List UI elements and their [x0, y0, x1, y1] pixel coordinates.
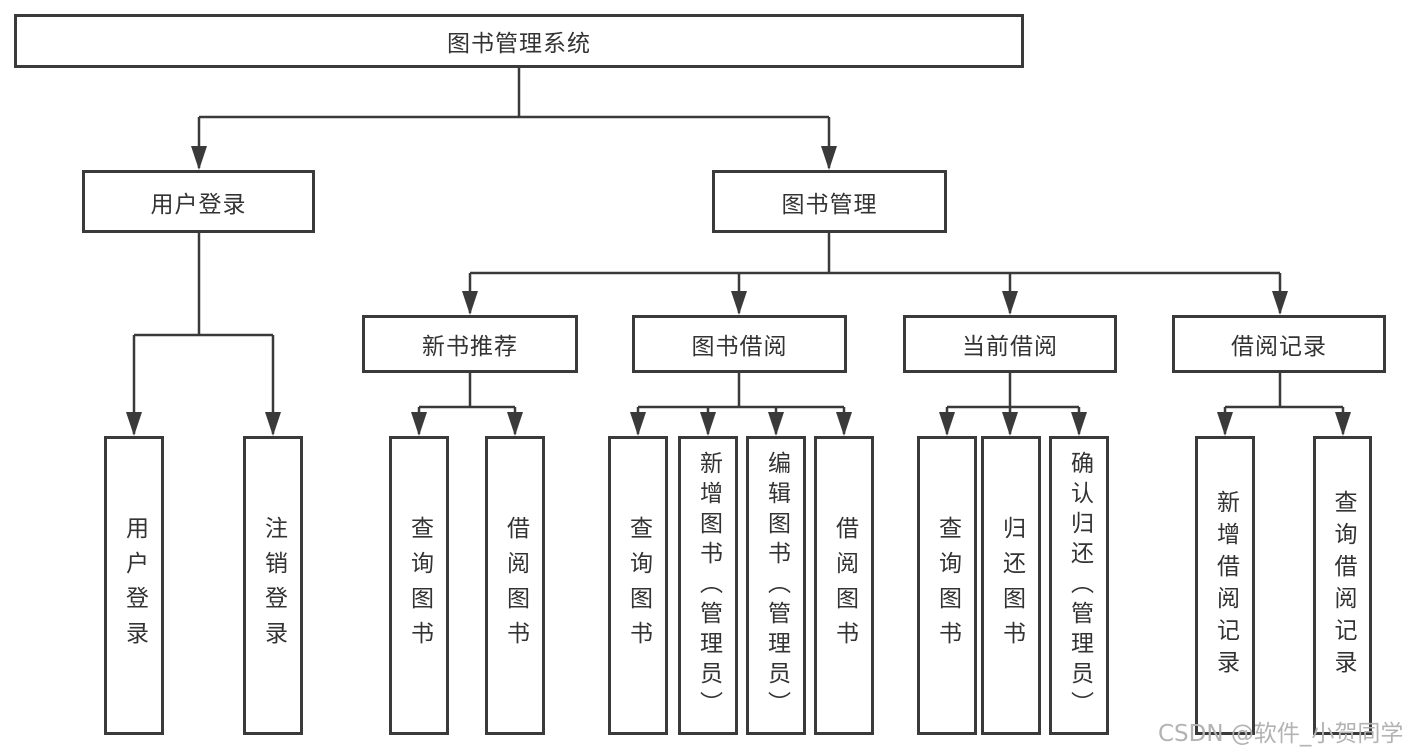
- node-book-borrow: 图书借阅: [632, 315, 847, 373]
- leaf-query-books-current-label: 查询图书: [934, 515, 961, 656]
- node-root: 图书管理系统: [14, 14, 1024, 68]
- node-root-label: 图书管理系统: [447, 31, 591, 57]
- leaf-query-books-recommend-label: 查询图书: [406, 515, 433, 656]
- leaf-edit-book-admin: 编辑图书（管理员）: [746, 436, 806, 735]
- node-user-login-label: 用户登录: [150, 191, 247, 218]
- node-current-borrow-label: 当前借阅: [962, 334, 1058, 360]
- leaf-borrow-books-recommend-label: 借阅图书: [502, 515, 529, 656]
- leaf-borrow-books: 借阅图书: [814, 436, 874, 735]
- leaf-add-borrow-record: 新增借阅记录: [1195, 436, 1255, 735]
- csdn-watermark: CSDN @软件_小贺同学: [1158, 721, 1404, 747]
- node-user-login: 用户登录: [82, 170, 315, 233]
- leaf-borrow-books-label: 借阅图书: [831, 515, 858, 656]
- node-new-book-recommend-label: 新书推荐: [422, 334, 518, 360]
- leaf-query-books-recommend: 查询图书: [389, 436, 449, 735]
- leaf-logout-label: 注销登录: [260, 515, 287, 656]
- leaf-add-book-admin-label: 新增图书（管理员）: [695, 450, 722, 721]
- leaf-confirm-return-admin: 确认归还（管理员）: [1049, 436, 1109, 735]
- leaf-logout: 注销登录: [243, 436, 303, 735]
- leaf-add-borrow-record-label: 新增借阅记录: [1212, 489, 1239, 682]
- leaf-query-books-current: 查询图书: [917, 436, 977, 735]
- leaf-add-book-admin: 新增图书（管理员）: [678, 436, 738, 735]
- node-book-management: 图书管理: [712, 170, 947, 233]
- node-book-management-label: 图书管理: [781, 191, 878, 218]
- node-book-borrow-label: 图书借阅: [691, 334, 788, 360]
- leaf-query-borrow-record: 查询借阅记录: [1313, 436, 1372, 735]
- leaf-return-book: 归还图书: [981, 436, 1041, 735]
- leaf-borrow-books-recommend: 借阅图书: [485, 436, 545, 735]
- leaf-return-book-label: 归还图书: [998, 515, 1025, 656]
- leaf-query-books-borrow: 查询图书: [608, 436, 668, 735]
- node-borrow-records: 借阅记录: [1172, 315, 1386, 373]
- leaf-confirm-return-admin-label: 确认归还（管理员）: [1066, 450, 1093, 721]
- leaf-query-books-borrow-label: 查询图书: [625, 515, 652, 656]
- node-borrow-records-label: 借阅记录: [1231, 334, 1327, 360]
- leaf-query-borrow-record-label: 查询借阅记录: [1330, 489, 1356, 682]
- node-current-borrow: 当前借阅: [903, 315, 1117, 373]
- leaf-edit-book-admin-label: 编辑图书（管理员）: [763, 450, 790, 721]
- node-new-book-recommend: 新书推荐: [362, 315, 578, 373]
- leaf-user-login: 用户登录: [104, 436, 164, 735]
- leaf-user-login-label: 用户登录: [121, 515, 148, 656]
